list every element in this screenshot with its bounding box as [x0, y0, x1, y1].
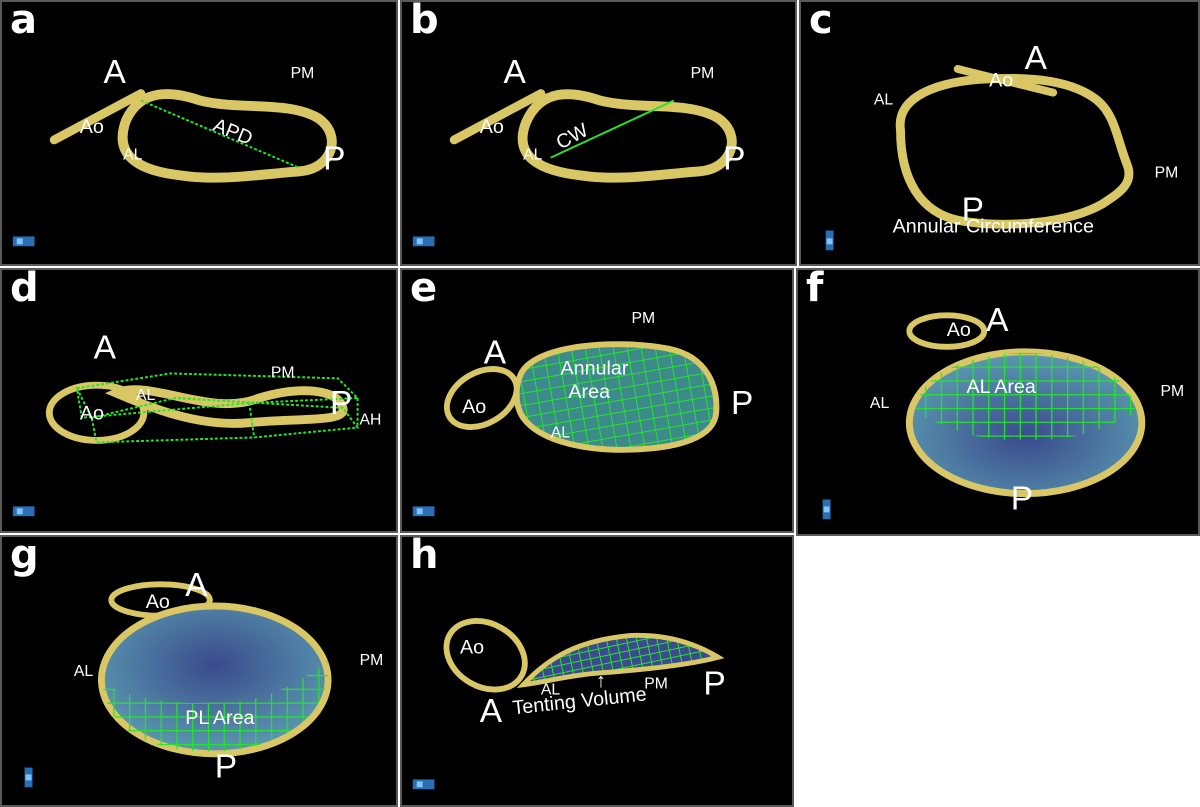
label-pm: PM [631, 310, 655, 327]
aorta-ring [449, 89, 546, 145]
label-al: AL [523, 147, 543, 164]
panel-letter: h [410, 535, 439, 578]
label-a: A [484, 335, 507, 372]
label-cw: CW [553, 119, 593, 154]
label-ao: Ao [460, 636, 484, 658]
label-pl-area: PL Area [185, 707, 254, 729]
panel-letter: g [10, 535, 39, 578]
label-a: A [94, 330, 117, 367]
label-a: A [480, 693, 503, 730]
aorta-ring [443, 618, 528, 693]
label-al: AL [541, 682, 561, 699]
orientation-cube-icon [12, 506, 35, 517]
orientation-cube-icon [822, 499, 831, 520]
orientation-cube-icon [412, 236, 435, 247]
label-p: P [323, 140, 345, 177]
panel-c: A Ao AL PM P Annular Circumference c [799, 0, 1200, 266]
bounding-box [75, 372, 360, 444]
panel-c-annulus-figure: A Ao AL PM P Annular Circumference [825, 40, 1179, 251]
panel-g: Ao A AL PM PL Area P g [0, 535, 398, 807]
label-a: A [986, 302, 1009, 339]
panel-e-annulus-figure: A PM Ao P AL Annular Area [412, 310, 753, 517]
label-apd: APD [210, 114, 256, 150]
tenting-volume-mesh [516, 632, 725, 688]
label-p: P [731, 385, 753, 422]
label-pm: PM [1155, 164, 1179, 181]
label-ao: Ao [462, 396, 486, 418]
label-a: A [1025, 40, 1048, 77]
panel-b-annulus-figure: A PM Ao AL P CW [412, 54, 745, 247]
panel-h-annulus-figure: Ao AL ↑ PM P A Tenting Volume [412, 618, 726, 790]
aorta-ring [906, 312, 988, 350]
panel-letter: c [809, 0, 833, 43]
annular-area-mesh [513, 341, 720, 453]
label-al: AL [74, 663, 94, 680]
panel-f: Ao A AL PM AL Area P f [796, 268, 1200, 536]
label-pm: PM [1161, 383, 1185, 400]
panel-f-annulus-figure: Ao A AL PM AL Area P [822, 302, 1185, 520]
label-ao: Ao [146, 591, 170, 613]
aorta-ring [49, 89, 146, 145]
orientation-cube-icon [412, 506, 435, 517]
label-pm: PM [271, 364, 295, 381]
label-a: A [503, 54, 526, 91]
label-p: P [962, 192, 984, 229]
panel-a: A PM Ao AL P APD a [0, 0, 398, 266]
label-ao: Ao [80, 116, 104, 138]
label-al: AL [123, 147, 143, 164]
orientation-cube-icon [12, 236, 35, 247]
label-area: Area [568, 381, 610, 403]
label-al: AL [870, 395, 890, 412]
label-ao: Ao [989, 70, 1013, 92]
label-annular-circumference: Annular Circumference [893, 215, 1094, 237]
label-p: P [330, 385, 352, 422]
pl-area-mesh [103, 660, 329, 752]
cw-line [550, 99, 675, 159]
orientation-cube-icon [24, 767, 33, 788]
annulus-ring [895, 73, 1134, 229]
orientation-cube-icon [825, 230, 834, 251]
label-p: P [723, 140, 745, 177]
panel-b: A PM Ao AL P CW b [400, 0, 797, 266]
panel-h: Ao AL ↑ PM P A Tenting Volume h [400, 535, 794, 807]
panel-g-annulus-figure: Ao A AL PM PL Area P [24, 567, 384, 788]
label-a: A [103, 54, 126, 91]
panel-letter: e [410, 268, 438, 311]
panel-e: A PM Ao P AL Annular Area e [400, 268, 794, 533]
label-ah: AH [360, 412, 382, 429]
label-al: AL [136, 387, 156, 404]
panel-a-annulus-figure: A PM Ao AL P APD [12, 54, 345, 247]
label-pm: PM [691, 65, 715, 82]
label-annular: Annular [561, 357, 629, 379]
panel-d: A PM AL Ao P AH d [0, 268, 398, 533]
panel-letter: a [10, 0, 37, 43]
label-pm: PM [360, 652, 384, 669]
al-area-mesh [915, 352, 1136, 440]
aorta-ring [443, 366, 520, 431]
annulus-ring [517, 89, 737, 183]
annulus-ring [117, 89, 337, 183]
label-ao: Ao [480, 116, 504, 138]
label-a: A [185, 567, 208, 604]
label-ao: Ao [947, 319, 971, 341]
panel-letter: f [806, 268, 824, 311]
label-tenting-volume: Tenting Volume [511, 683, 647, 719]
label-al: AL [551, 424, 571, 441]
panel-letter: b [410, 0, 439, 43]
label-p: P [703, 666, 725, 703]
label-arrow: ↑ [596, 670, 606, 692]
label-p: P [215, 748, 237, 785]
label-pm: PM [644, 676, 668, 693]
apd-line [140, 99, 299, 169]
label-ao: Ao [80, 403, 104, 425]
panel-d-annulus-figure: A PM AL Ao P AH [12, 330, 382, 517]
label-pm: PM [291, 65, 315, 82]
label-al: AL [874, 91, 894, 108]
label-al-area: AL Area [966, 376, 1035, 398]
orientation-cube-icon [412, 779, 435, 790]
panel-letter: d [10, 268, 39, 311]
label-p: P [1011, 480, 1033, 517]
